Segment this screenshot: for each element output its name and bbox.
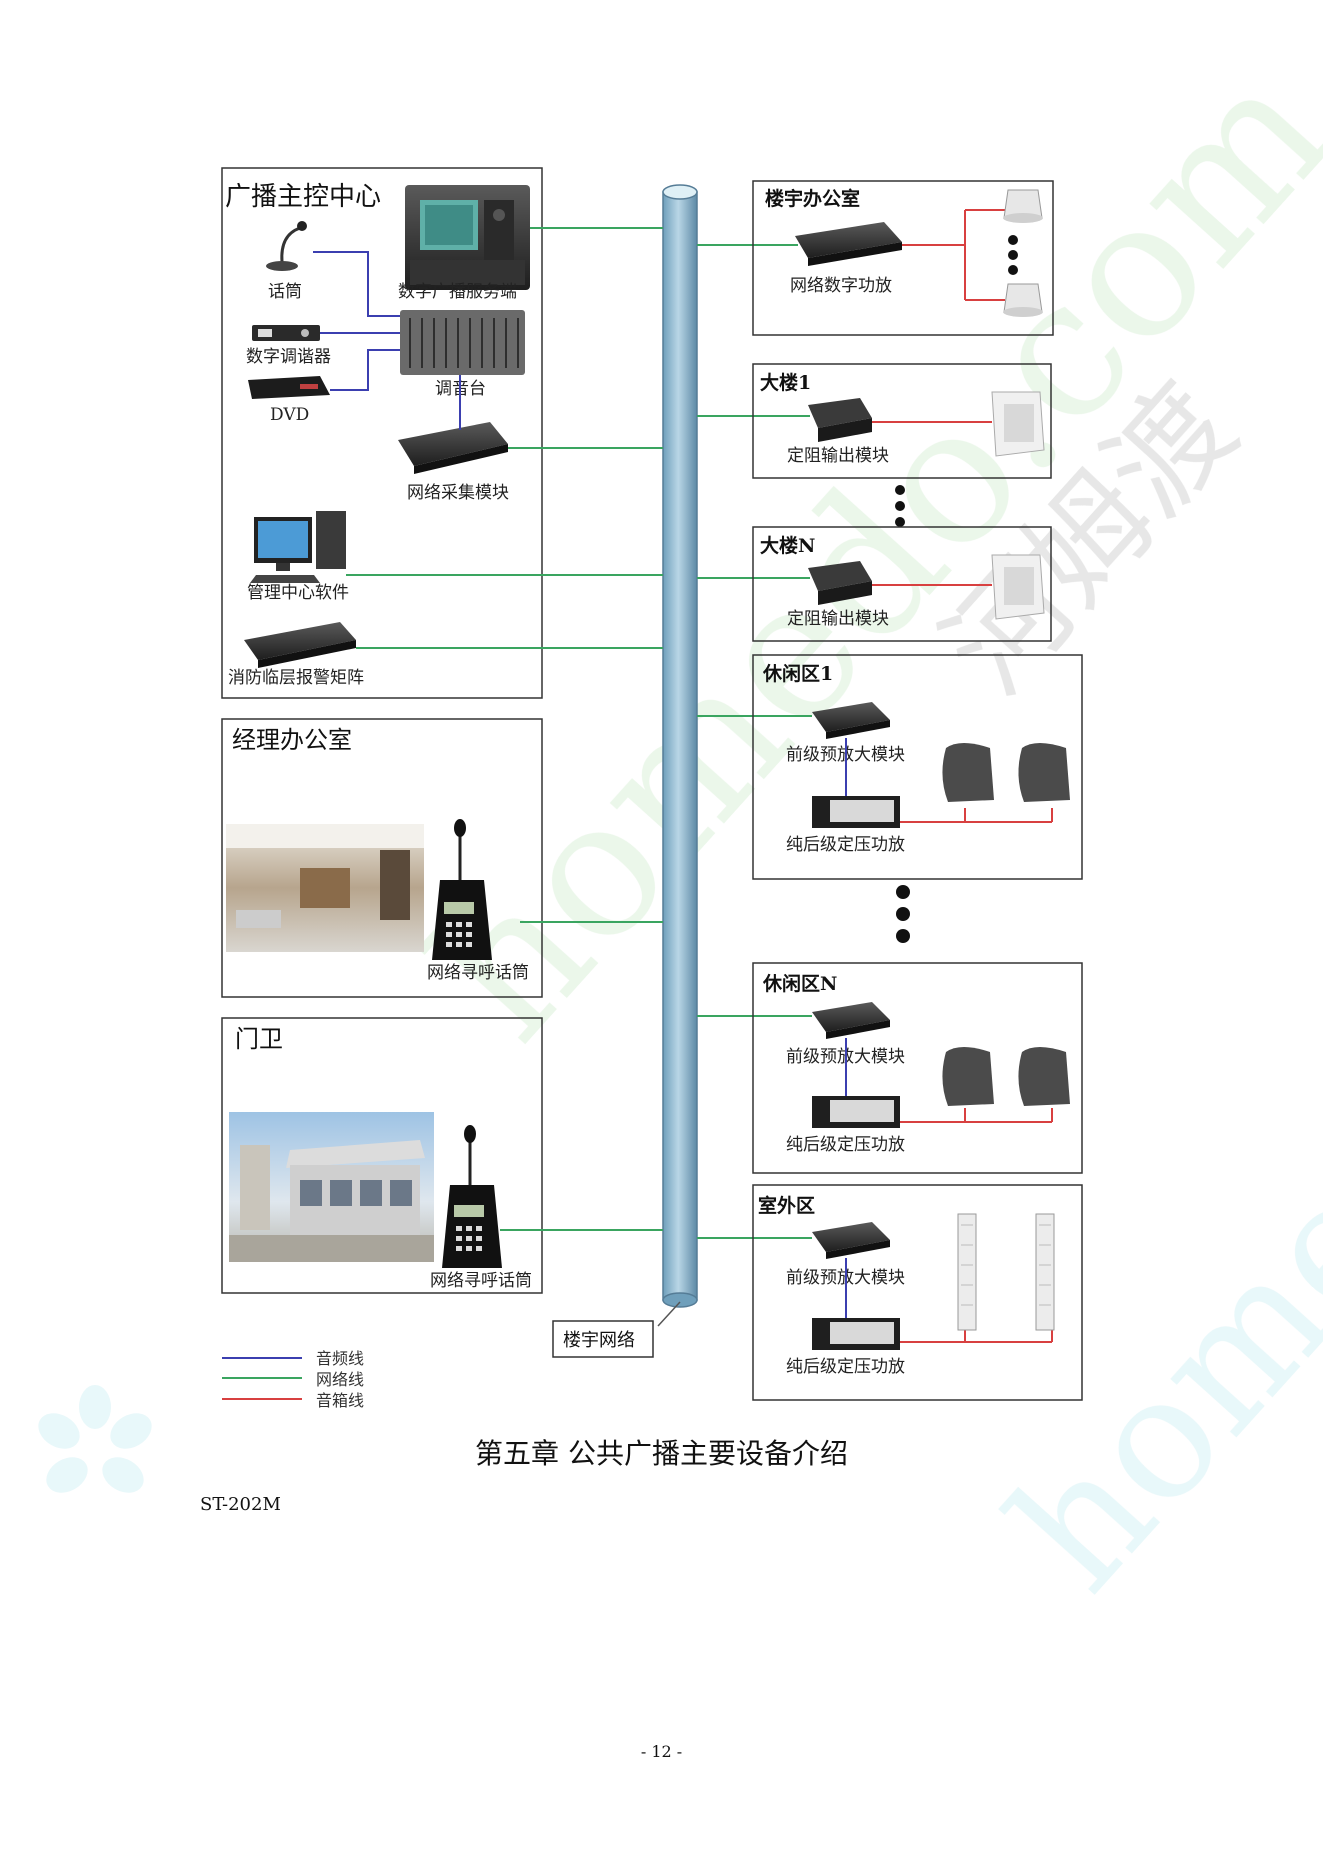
legend-audio: 音频线	[316, 1349, 364, 1368]
buildingN-device-label: 定阻输出模块	[787, 609, 889, 629]
ellipsis-dots-buildings	[895, 485, 905, 527]
ceiling-speaker-icon-2	[1003, 283, 1043, 317]
tuner-label: 数字调谐器	[246, 347, 331, 367]
dvd-icon	[248, 376, 330, 399]
preamp-module-icon-N	[812, 1002, 890, 1039]
speaker-wires-leisureN	[900, 1108, 1053, 1123]
leisureN-amp-label: 纯后级定压功放	[786, 1135, 905, 1155]
page-number: - 12 -	[640, 1742, 683, 1761]
power-amplifier-icon	[812, 796, 900, 828]
gate-title: 门卫	[235, 1025, 283, 1053]
office-photo	[226, 824, 424, 952]
gate-pager-microphone-icon	[442, 1125, 502, 1268]
control-center-box	[221, 167, 543, 699]
network-lines-left	[346, 227, 663, 1231]
fire-matrix-label: 消防临层报警矩阵	[228, 668, 364, 688]
power-amplifier-icon-N	[812, 1096, 900, 1128]
dvd-label: DVD	[270, 405, 309, 425]
buildingN-box	[752, 526, 1052, 642]
preamp-module-icon	[812, 702, 890, 739]
building1-device-label: 定阻输出模块	[787, 446, 889, 466]
building1-box	[752, 363, 1052, 479]
wedge-speaker-icon-N	[942, 1047, 1070, 1106]
legend: 音频线 网络线 音箱线	[222, 1349, 364, 1410]
capture-module-icon	[398, 422, 508, 474]
leisure1-amp-label: 纯后级定压功放	[786, 835, 905, 855]
speaker-wires-office	[902, 209, 1005, 301]
gate-pager-label: 网络寻呼话筒	[430, 1271, 532, 1291]
building-net-label: 楼宇网络	[563, 1330, 635, 1351]
impedance-module-icon-N	[808, 561, 872, 605]
manager-pager-label: 网络寻呼话筒	[427, 963, 529, 983]
legend-speaker: 音箱线	[316, 1391, 364, 1410]
power-amplifier-icon-outdoor	[812, 1318, 900, 1350]
office-title: 楼宇办公室	[765, 187, 860, 210]
fire-matrix-icon	[244, 622, 356, 668]
digital-amplifier-icon	[795, 222, 902, 266]
leisure1-title: 休闲区1	[762, 662, 833, 685]
outdoor-title: 室外区	[758, 1194, 815, 1217]
ellipsis-dots-leisure	[896, 885, 910, 943]
leisureN-title: 休闲区N	[762, 972, 837, 995]
building1-title: 大楼1	[760, 371, 811, 394]
buildingN-title: 大楼N	[760, 534, 815, 557]
legend-network: 网络线	[316, 1370, 364, 1389]
ceiling-speaker-icon	[1003, 189, 1043, 223]
mixer-icon	[400, 310, 525, 375]
server-icon	[405, 185, 530, 290]
gate-photo	[229, 1112, 434, 1262]
server-label: 数字广播服务端	[398, 282, 517, 302]
office-box	[752, 180, 1054, 336]
audio-lines	[313, 251, 461, 430]
speaker-wires-leisure1	[900, 808, 1053, 823]
preamp-module-icon-outdoor	[812, 1222, 890, 1259]
model-number: ST-202M	[200, 1494, 281, 1515]
capture-module-label: 网络采集模块	[407, 483, 509, 503]
speaker-wires-outdoor	[900, 1330, 1053, 1343]
ellipsis-dots-office	[1008, 235, 1018, 275]
impedance-module-icon	[808, 398, 872, 442]
wedge-speaker-icon	[942, 743, 1070, 802]
microphone-label: 话筒	[268, 282, 302, 302]
leisure1-box	[752, 654, 1083, 880]
pager-microphone-icon	[432, 819, 492, 960]
outdoor-box	[752, 1184, 1083, 1401]
wall-speaker-icon-N	[991, 554, 1045, 620]
outdoor-amp-label: 纯后级定压功放	[786, 1357, 905, 1377]
gate-box	[221, 1017, 543, 1294]
wall-speaker-icon	[991, 391, 1045, 457]
office-device-label: 网络数字功放	[790, 276, 892, 296]
column-speaker-icon	[957, 1213, 1055, 1331]
building-network-pipe	[662, 184, 698, 1308]
control-center-title: 广播主控中心	[225, 182, 381, 212]
computer-icon	[250, 511, 346, 583]
building-net-box	[552, 1320, 654, 1358]
software-label: 管理中心软件	[247, 583, 349, 603]
microphone-icon	[266, 221, 307, 271]
manager-office-box	[221, 718, 543, 998]
tuner-icon	[252, 325, 320, 341]
chapter-caption: 第五章 公共广播主要设备介绍	[475, 1437, 848, 1470]
manager-office-title: 经理办公室	[232, 726, 352, 754]
svg-text:homedo.com: homedo.com	[973, 681, 1323, 1627]
leisureN-box	[752, 962, 1083, 1174]
